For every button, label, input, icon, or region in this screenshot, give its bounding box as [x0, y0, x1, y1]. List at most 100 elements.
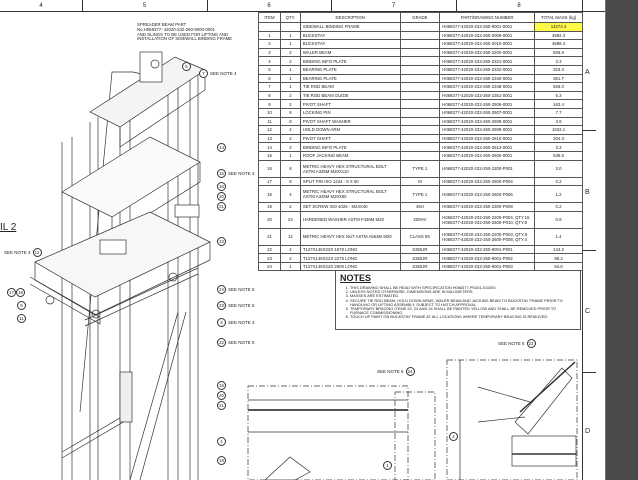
mass-cell: 144.2 — [534, 244, 583, 255]
part-number-cell: H068377-42020-232-260-2200-0001 — [439, 47, 536, 58]
grade-cell — [399, 30, 441, 41]
qty-cell: 4 — [279, 185, 301, 204]
description-cell: ROOF JACKING BEAM — [299, 150, 401, 161]
part-number-cell: H068377-42020-232-260-2348-0001 — [439, 82, 536, 92]
part-number-cell: H068377-42020-232-260-2506-0001 — [439, 99, 536, 109]
part-number-cell: H068377-42020-232-260-2509-0001 — [439, 125, 536, 135]
callout-number: 21 — [217, 401, 226, 410]
part-number-cell: H068377-42020-232-260-2321-0001 — [439, 56, 536, 66]
qty-cell: 2 — [279, 56, 301, 66]
item-cell: 15 — [258, 150, 281, 161]
grade-cell: TYPE 1 — [399, 159, 441, 178]
mass-cell: 361.7 — [534, 73, 583, 84]
mass-cell: 1.2 — [534, 185, 583, 204]
callout-number: 13 — [217, 237, 226, 246]
callout-number: 7 — [199, 69, 208, 78]
callout-note: SEE NOTE 5 — [228, 287, 255, 292]
description-cell: T127X146X22X 2275 LONG — [299, 253, 401, 263]
callout: 4 — [217, 437, 226, 446]
mass-cell: 323.3 — [534, 64, 583, 75]
note-line: SPREADER BEAM PART — [137, 22, 187, 27]
callout-number: 20 — [217, 192, 226, 201]
item-cell: 19 — [258, 202, 281, 212]
item-cell: 5 — [258, 64, 281, 75]
description-cell: LOCKING PIN — [299, 107, 401, 118]
description-cell: PIVOT SHAFT WASHER — [299, 116, 401, 127]
grade-cell: TYPE 1 — [399, 185, 441, 204]
description-cell: PIVOT SHAFT — [299, 99, 401, 109]
qty-cell: 4 — [279, 244, 301, 255]
description-cell: HOLD DOWN ARM — [299, 125, 401, 135]
callout-number: 12 — [32, 248, 42, 257]
column-header: QTY. — [279, 12, 301, 23]
description-cell: HARDENED WASHER ASTM F436M M20 — [299, 210, 401, 229]
part-number-cell: H068377-42020-232-260-2600-0001 — [439, 150, 536, 161]
callout-note: SEE NOTE 5 — [377, 369, 404, 374]
part-number-cell: H068377-42020-232-250-2600-P006 — [439, 185, 536, 204]
mass-cell: 1622.1 — [534, 125, 583, 135]
grade-cell — [399, 125, 441, 135]
mass-cell: 1.4 — [534, 227, 583, 246]
grade-cell: S355JR — [399, 244, 441, 255]
qty-cell: 2 — [279, 99, 301, 109]
callout-number: 17 — [7, 288, 16, 297]
grade-cell — [399, 99, 441, 109]
callout: 14 — [217, 143, 226, 152]
part-number-cell: H068377-42020-232-260-2332-0001 — [439, 64, 536, 75]
description-cell: BUCKSTAY — [299, 39, 401, 49]
mass-cell: 14273.4 — [534, 22, 583, 32]
item-cell: 18 — [258, 185, 281, 204]
qty-cell: 8 — [279, 107, 301, 118]
note-item: SECURE TIE ROD BEAM, HOLD DOWN ARMS, WAL… — [350, 298, 576, 307]
part-number-cell: H068377-42020-232-250-2200-P001 — [439, 159, 536, 178]
description-cell: BINDING INFO PLATE — [299, 56, 401, 66]
divider — [331, 0, 332, 12]
qty-cell: 1 — [279, 39, 301, 49]
item-cell: 22 — [258, 244, 281, 255]
item-cell: 16 — [258, 159, 281, 178]
note-item: TOUCH UP PAINT ON BUCKSTAY FRAME AT ALL … — [350, 315, 576, 319]
qty-cell: 1 — [279, 82, 301, 92]
part-number-cell: H068377-42020-232-250-2500-P004 — [439, 176, 536, 187]
description-cell: BINDING INFO PLATE — [299, 142, 401, 152]
notes-list: THIS DRAWING SHALL BE READ WITH SPECIFIC… — [340, 285, 576, 320]
grade-cell: St — [399, 176, 441, 187]
qty-cell: 8 — [279, 159, 301, 178]
mass-cell: 0.2 — [534, 202, 583, 212]
item-cell: 3 — [258, 47, 281, 58]
item-cell: 11 — [258, 116, 281, 127]
qty-cell: 1 — [279, 64, 301, 75]
callout-number: 24 — [217, 285, 226, 294]
note-line: AND SLINGS TO BE USED FOR LIFTING AND — [137, 31, 229, 37]
row-label: C — [585, 308, 591, 315]
callout-number: 23 — [526, 339, 536, 348]
qty-cell: 2 — [279, 202, 301, 212]
qty-cell — [279, 22, 301, 32]
item-cell: 23 — [258, 253, 281, 263]
qty-cell: 2 — [279, 142, 301, 152]
callout: 20 — [217, 192, 226, 201]
row-divider — [582, 372, 596, 373]
row-label: D — [585, 428, 591, 435]
mass-cell: 0.9 — [534, 210, 583, 229]
column-label: 5 — [82, 0, 207, 12]
callout-note: SEE NOTE 5 — [228, 340, 255, 345]
callout-number: 22 — [217, 338, 226, 347]
item-cell: 21 — [258, 227, 281, 246]
item-cell: 24 — [258, 261, 281, 272]
row-divider — [582, 130, 596, 131]
part-number-cell: H068377-42020-232-260-2351-0001 — [439, 90, 536, 101]
note-item: TEMPORARY BRACING ITEMS 22, 23 AND 24 SH… — [350, 306, 576, 315]
mass-cell: 163.4 — [534, 99, 583, 109]
part-number-cell: H068377-42020-232-260-2010-0001 — [439, 39, 536, 49]
